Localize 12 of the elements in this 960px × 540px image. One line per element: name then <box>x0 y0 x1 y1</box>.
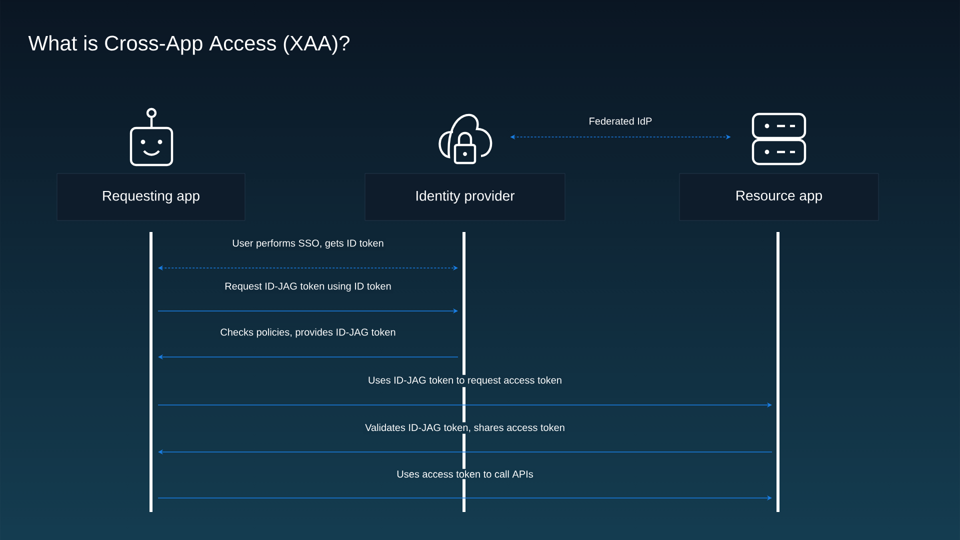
title: What is Cross-App Access (XAA)? <box>28 35 350 55</box>
edge-label: Checks policies, provides ID-JAG token <box>218 326 398 340</box>
server-icon <box>752 112 806 166</box>
edge-label: Uses ID-JAG token to request access token <box>366 374 564 388</box>
edge-label: Request ID-JAG token using ID token <box>223 280 393 294</box>
edge-label: User performs SSO, gets ID token <box>230 238 386 250</box>
cloud-lock-icon <box>438 114 492 164</box>
participant-box: Requesting app <box>56 173 246 221</box>
participant-box: Resource app <box>679 173 879 221</box>
edge-label: Validates ID-JAG token, shares access token <box>364 422 566 434</box>
participant-box: Identity provider <box>364 173 566 221</box>
edge-label: Uses access token to call APIs <box>395 468 535 480</box>
